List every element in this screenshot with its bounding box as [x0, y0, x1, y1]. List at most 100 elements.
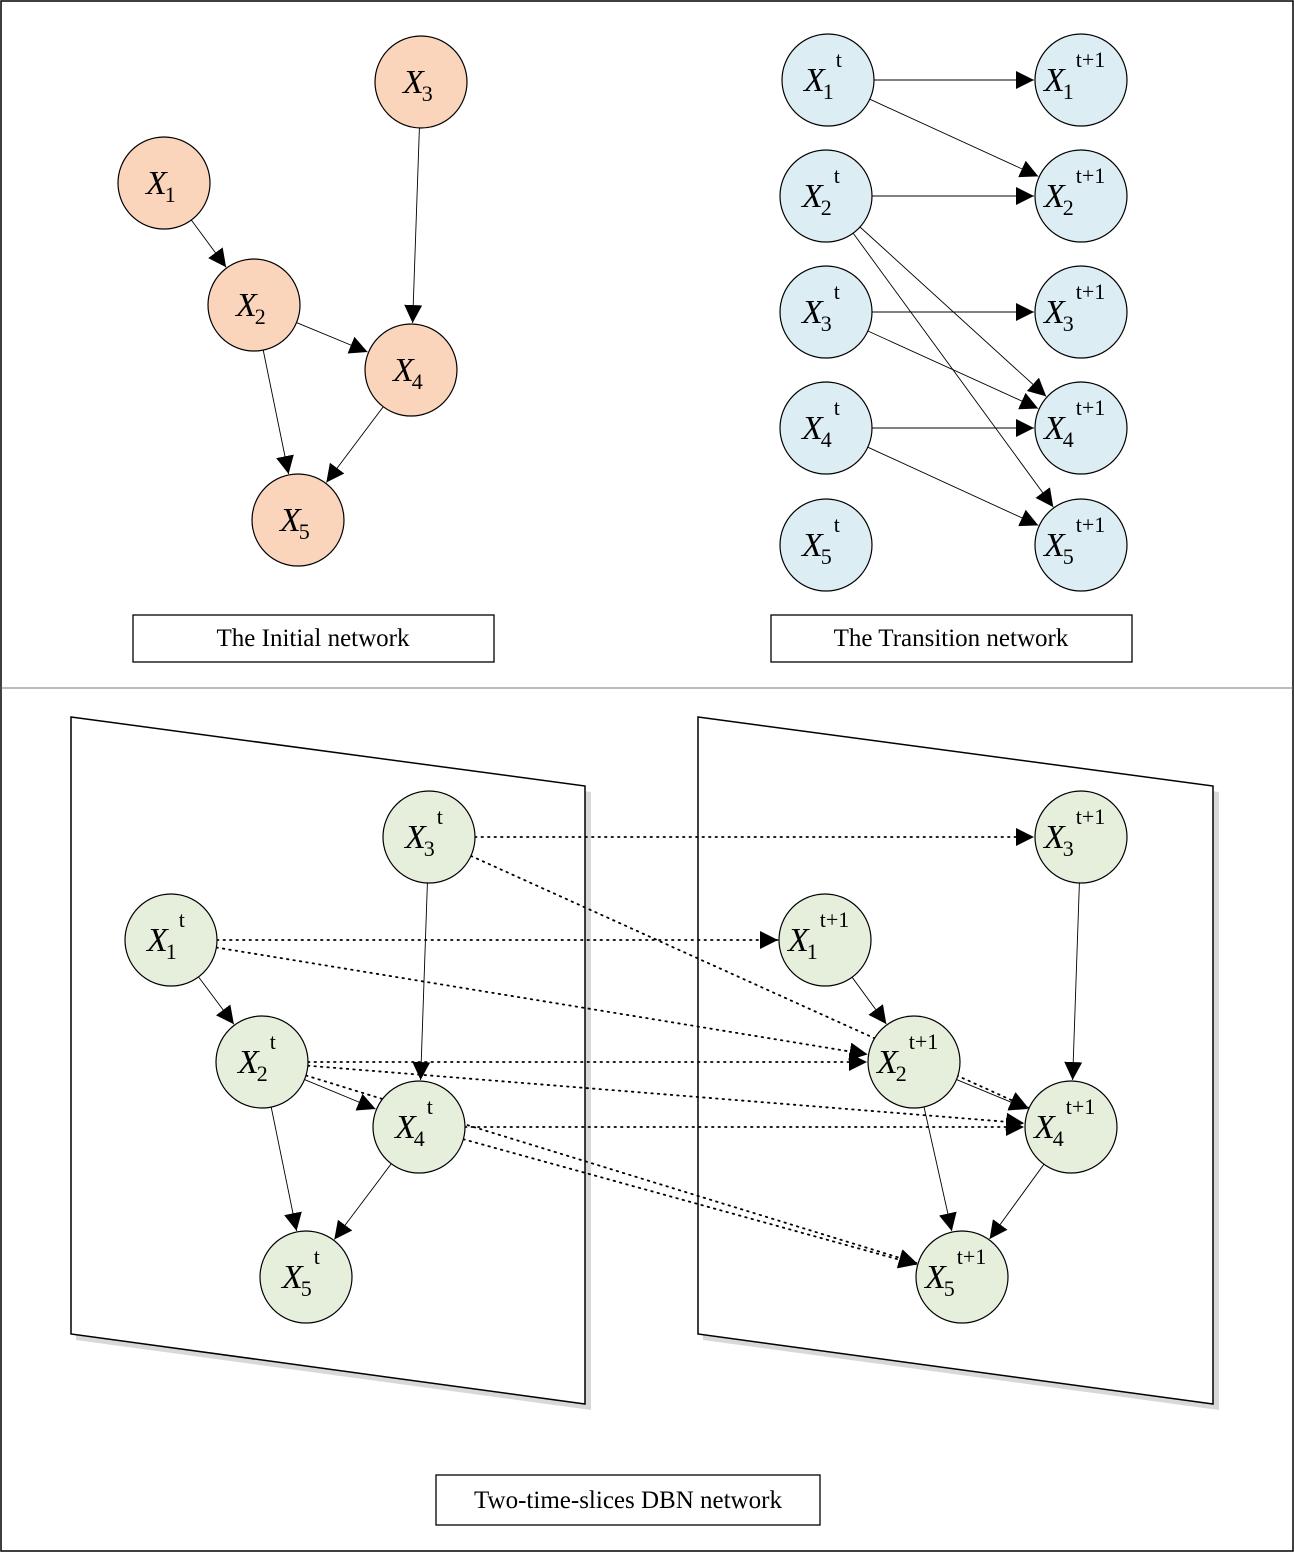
node-circle-ta4	[779, 381, 873, 475]
node-i4: X4	[364, 323, 458, 417]
initial-edge-i4-i5	[325, 406, 384, 483]
node-ta2: X2t	[779, 149, 873, 243]
dbn-intra-edge-db4-db5	[989, 1163, 1045, 1240]
node-label-ta1: X1t	[802, 47, 842, 104]
node-circle-db1	[778, 893, 872, 987]
dbn-inter-edge-da4-db5	[462, 1138, 918, 1269]
node-circle-ta1	[781, 33, 875, 127]
transition-network-label-box: The Transition network	[770, 614, 1133, 663]
dbn-inter-edge-da2-db5	[305, 1074, 918, 1267]
node-circle-i4	[364, 323, 458, 417]
node-tb5: X5t+1	[1034, 498, 1128, 592]
node-i2: X2	[207, 258, 301, 352]
node-tb2: X2t+1	[1034, 149, 1128, 243]
node-circle-db2	[867, 1015, 961, 1109]
node-circle-tb2	[1034, 149, 1128, 243]
initial-network-label: The Initial network	[217, 625, 410, 652]
transition-edge-ta4-tb5	[867, 446, 1039, 527]
node-circle-i3	[374, 35, 468, 129]
node-da3: X3t	[382, 790, 476, 884]
node-ta4: X4t	[779, 381, 873, 475]
dbn-intra-edge-db3-db4	[1064, 882, 1083, 1081]
node-label-ta2: X2t	[800, 163, 840, 220]
node-ta3: X3t	[779, 265, 873, 359]
node-circle-ta5	[779, 498, 873, 592]
edges-layer	[190, 71, 1083, 1269]
node-i1: X1	[117, 136, 211, 230]
dbn-intra-edge-da1-da2	[198, 976, 235, 1025]
node-circle-ta3	[779, 265, 873, 359]
node-circle-db5	[915, 1230, 1009, 1324]
node-ta5: X5t	[779, 498, 873, 592]
node-circle-db3	[1034, 790, 1128, 884]
node-label-db5: X5t+1	[923, 1244, 986, 1301]
node-i3: X3	[374, 35, 468, 129]
node-label-tb2: X2t+1	[1042, 163, 1105, 220]
node-label-db4: X4t+1	[1032, 1094, 1095, 1151]
node-circle-da1	[124, 893, 218, 987]
node-circle-tb5	[1034, 498, 1128, 592]
node-da5: X5t	[259, 1230, 353, 1324]
node-tb1: X1t+1	[1034, 33, 1128, 127]
initial-edge-i1-i2	[190, 219, 227, 268]
node-label-da5: X5t	[280, 1244, 320, 1301]
dbn-network-label-box: Two-time-slices DBN network	[435, 1474, 821, 1526]
node-circle-i2	[207, 258, 301, 352]
transition-edge-ta3-tb4	[867, 330, 1039, 410]
node-db1: X1t+1	[778, 893, 872, 987]
initial-edge-i2-i4	[296, 322, 368, 354]
node-circle-i5	[251, 473, 345, 567]
node-label-db1: X1t+1	[786, 907, 849, 964]
dbn-intra-edge-da4-da5	[333, 1163, 392, 1240]
node-db2: X2t+1	[867, 1015, 961, 1109]
node-da2: X2t	[215, 1015, 309, 1109]
node-circle-tb3	[1034, 265, 1128, 359]
node-db5: X5t+1	[915, 1230, 1009, 1324]
node-circle-tb1	[1034, 33, 1128, 127]
dbn-intra-edge-db1-db2	[851, 976, 887, 1025]
node-label-i2: X2	[234, 287, 266, 329]
node-da4: X4t	[372, 1080, 466, 1174]
dbn-intra-edge-da2-da4	[304, 1079, 376, 1111]
node-label-i3: X3	[401, 64, 433, 106]
node-label-da3: X3t	[403, 804, 443, 861]
node-circle-da2	[215, 1015, 309, 1109]
node-db3: X3t+1	[1034, 790, 1128, 884]
node-tb3: X3t+1	[1034, 265, 1128, 359]
node-label-da4: X4t	[393, 1094, 433, 1151]
node-label-ta5: X5t	[800, 512, 840, 569]
initial-network-label-box: The Initial network	[132, 614, 495, 663]
node-circle-da5	[259, 1230, 353, 1324]
node-circle-i1	[117, 136, 211, 230]
node-label-ta3: X3t	[800, 279, 840, 336]
node-label-i5: X5	[278, 502, 310, 544]
node-label-i1: X1	[144, 165, 176, 207]
slice-t-panel	[70, 716, 586, 1405]
node-circle-tb4	[1034, 381, 1128, 475]
transition-network-label: The Transition network	[834, 625, 1069, 652]
node-label-tb5: X5t+1	[1042, 512, 1105, 569]
node-label-da2: X2t	[236, 1029, 276, 1086]
node-label-ta4: X4t	[800, 395, 840, 452]
dbn-inter-edge-da1-db2	[215, 946, 869, 1061]
dbn-inter-edge-da3-db4	[469, 855, 1030, 1109]
node-db4: X4t+1	[1024, 1080, 1118, 1174]
node-circle-da4	[372, 1080, 466, 1174]
node-tb4: X4t+1	[1034, 381, 1128, 475]
node-da1: X1t	[124, 893, 218, 987]
dbn-intra-edge-da2-da5	[270, 1107, 302, 1232]
node-label-db3: X3t+1	[1042, 804, 1105, 861]
node-circle-da3	[382, 790, 476, 884]
node-circle-db4	[1024, 1080, 1118, 1174]
dbn-inter-edge-da2-db4	[306, 1064, 1026, 1131]
node-circle-ta2	[779, 149, 873, 243]
initial-edge-i2-i5	[262, 350, 294, 475]
node-label-tb1: X1t+1	[1042, 47, 1105, 104]
node-label-db2: X2t+1	[875, 1029, 938, 1086]
nodes-layer: X1X2X3X4X5X1tX2tX3tX4tX5tX1t+1X2t+1X3t+1…	[117, 33, 1128, 1324]
node-label-tb3: X3t+1	[1042, 279, 1105, 336]
node-label-tb4: X4t+1	[1042, 395, 1105, 452]
initial-edge-i3-i4	[404, 127, 423, 324]
